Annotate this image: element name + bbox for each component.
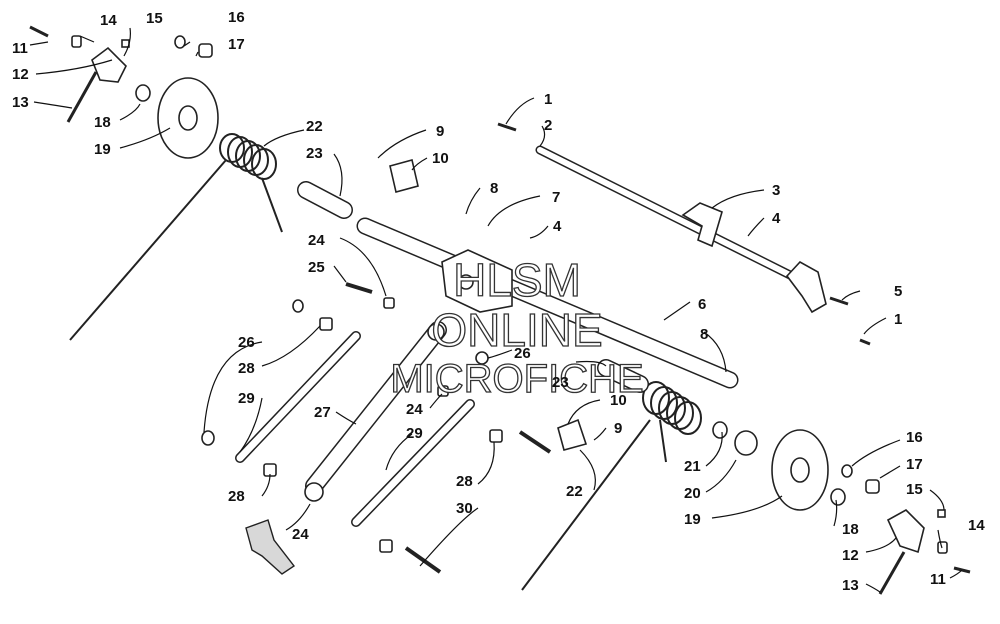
callout-24b: 24 — [292, 526, 309, 543]
idler-wheel-right — [771, 429, 829, 511]
callout-16a: 16 — [228, 9, 245, 26]
callout-9a: 9 — [436, 123, 444, 140]
watermark-line-1: HLSM — [453, 254, 581, 306]
idler-wheel-left — [157, 77, 219, 159]
callout-13b: 13 — [842, 577, 859, 594]
callout-26b: 26 — [514, 345, 531, 362]
link-29-right — [351, 399, 475, 527]
torsion-spring-right — [521, 381, 702, 591]
callout-13a: 13 — [12, 94, 29, 111]
callout-7: 7 — [552, 189, 560, 206]
arm-bracket-upper — [71, 35, 130, 83]
bushing-23-upper — [297, 181, 353, 219]
callout-5: 5 — [894, 283, 902, 300]
callout-2: 2 — [544, 117, 552, 134]
callout-26a: 26 — [238, 334, 255, 351]
callout-12a: 12 — [12, 66, 29, 83]
leader-lines — [29, 27, 963, 593]
callout-28c: 28 — [456, 473, 473, 490]
callout-22b: 22 — [566, 483, 583, 500]
callout-20: 20 — [684, 485, 701, 502]
callout-8b: 8 — [700, 326, 708, 343]
arm-bracket-lower — [886, 509, 948, 554]
callout-6: 6 — [698, 296, 706, 313]
callout-9b: 9 — [614, 420, 622, 437]
callout-12b: 12 — [842, 547, 859, 564]
callout-4b: 4 — [772, 210, 781, 227]
callout-10b: 10 — [610, 392, 627, 409]
callout-18b: 18 — [842, 521, 859, 538]
watermark-line-2: ONLINE — [431, 304, 602, 356]
callout-4a: 4 — [553, 218, 562, 235]
bracket-right — [785, 260, 827, 314]
callout-30: 30 — [456, 500, 473, 517]
spacer-parts — [135, 35, 880, 506]
callout-22a: 22 — [306, 118, 323, 135]
callout-10a: 10 — [432, 150, 449, 167]
callout-29b: 29 — [406, 425, 423, 442]
callout-28b: 28 — [228, 488, 245, 505]
callout-16b: 16 — [906, 429, 923, 446]
callout-21: 21 — [684, 458, 701, 475]
callout-24c: 24 — [406, 401, 423, 418]
callout-29a: 29 — [238, 390, 255, 407]
callout-11a: 11 — [12, 40, 28, 57]
shock-absorber-27 — [304, 321, 447, 502]
callout-19a: 19 — [94, 141, 111, 158]
callout-17a: 17 — [228, 36, 245, 53]
shaft-6 — [356, 217, 739, 389]
block-10-lower — [557, 418, 588, 451]
watermark: HLSM ONLINE MICROFICHE — [390, 253, 645, 401]
callout-18a: 18 — [94, 114, 111, 131]
callout-15a: 15 — [146, 10, 163, 27]
callout-8a: 8 — [490, 180, 498, 197]
bushing-23-lower — [597, 359, 649, 393]
callout-27: 27 — [314, 404, 331, 421]
callout-15b: 15 — [906, 481, 923, 498]
callout-25: 25 — [308, 259, 325, 276]
callout-14b: 14 — [968, 517, 985, 534]
frame-mount-bracket — [245, 519, 296, 575]
bracket-3 — [681, 202, 723, 248]
callout-23b: 23 — [552, 374, 569, 391]
callout-24a: 24 — [308, 232, 325, 249]
block-10-upper — [389, 159, 419, 193]
callout-19b: 19 — [684, 511, 701, 528]
callouts: 14 15 16 17 11 12 13 18 19 22 23 24 25 2… — [12, 9, 985, 594]
callout-14a: 14 — [100, 12, 117, 29]
callout-23a: 23 — [306, 145, 323, 162]
callout-11b: 11 — [930, 571, 946, 588]
torsion-spring-left — [69, 133, 283, 341]
callout-3: 3 — [772, 182, 780, 199]
callout-1a: 1 — [544, 91, 552, 108]
link-29-left — [235, 331, 361, 463]
callout-17b: 17 — [906, 456, 923, 473]
center-pivot-block — [441, 249, 513, 313]
shaft-2 — [535, 145, 795, 280]
callout-28a: 28 — [238, 360, 255, 377]
bolts — [29, 25, 971, 595]
watermark-line-3: MICROFICHE — [390, 357, 643, 401]
callout-1b: 1 — [894, 311, 902, 328]
small-bushings — [201, 297, 503, 553]
